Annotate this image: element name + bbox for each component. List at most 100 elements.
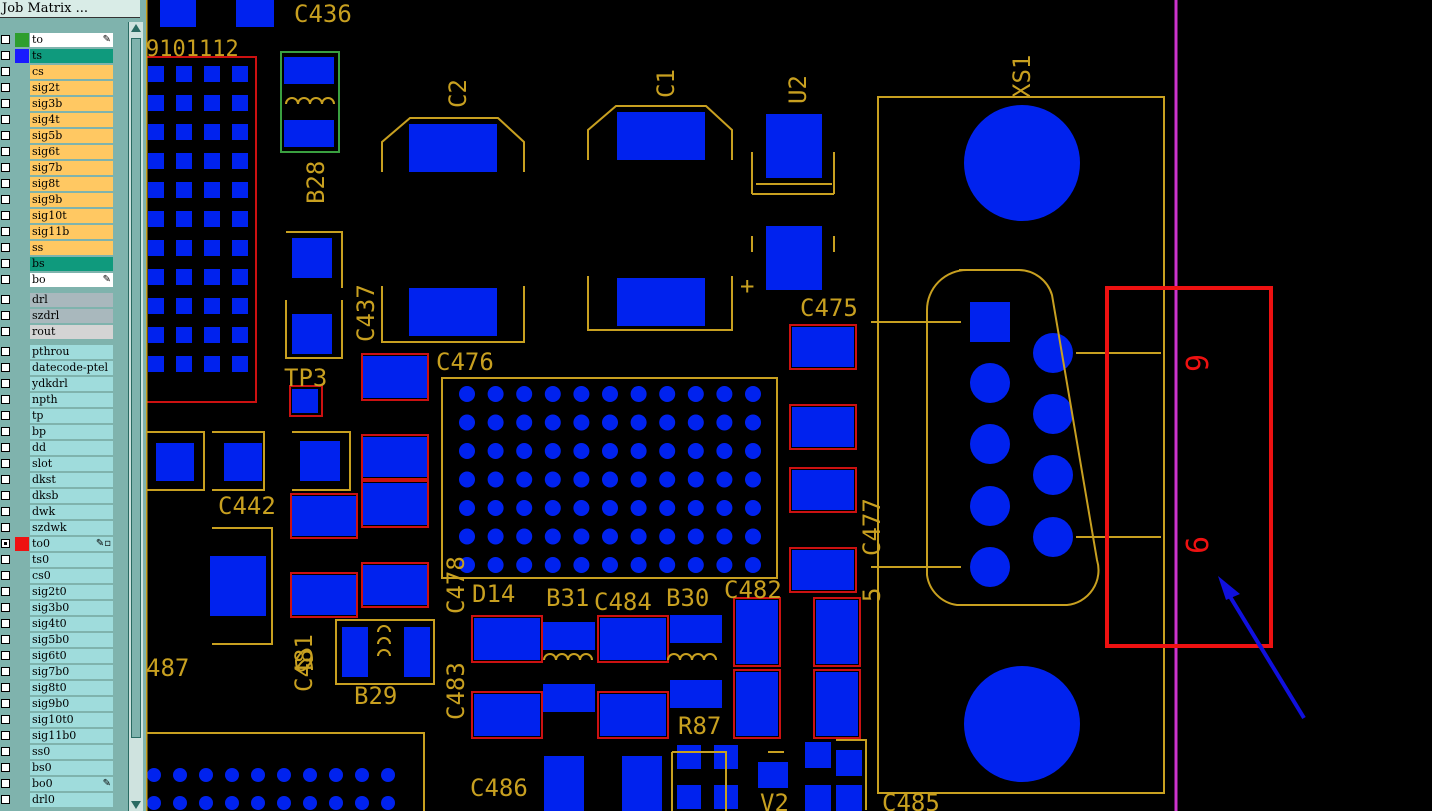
layer-row-sig2t[interactable]: sig2t [0,80,116,96]
layer-checkbox[interactable] [1,259,10,268]
layer-name[interactable]: sig7b0 [30,665,113,679]
layer-row-drl0[interactable]: drl0 [0,792,116,808]
layer-name[interactable]: dd [30,441,113,455]
layer-checkbox[interactable] [1,99,10,108]
layer-checkbox[interactable] [1,683,10,692]
layer-checkbox[interactable] [1,347,10,356]
layer-color-swatch[interactable] [15,49,29,63]
layer-row-ss[interactable]: ss [0,240,116,256]
layer-checkbox[interactable] [1,651,10,660]
layer-name[interactable]: sig2t [30,81,113,95]
layer-checkbox[interactable] [1,523,10,532]
layer-row-sig5b[interactable]: sig5b [0,128,116,144]
layer-row-sig9b0[interactable]: sig9b0 [0,696,116,712]
layer-checkbox[interactable] [1,363,10,372]
layer-checkbox[interactable] [1,667,10,676]
layer-checkbox[interactable] [1,635,10,644]
layer-row-sig10t[interactable]: sig10t [0,208,116,224]
layer-checkbox[interactable] [1,295,10,304]
layer-name[interactable]: rout [30,325,113,339]
layer-name[interactable]: szdwk [30,521,113,535]
layer-checkbox[interactable] [1,275,10,284]
layer-name[interactable]: sig7b [30,161,113,175]
layer-row-sig8t[interactable]: sig8t [0,176,116,192]
layer-checkbox[interactable] [1,311,10,320]
layer-name[interactable]: cs [30,65,113,79]
layer-name[interactable]: ss0 [30,745,113,759]
layer-row-dksb[interactable]: dksb [0,488,116,504]
layer-name[interactable]: ydkdrl [30,377,113,391]
layer-name[interactable]: sig4t [30,113,113,127]
layer-checkbox[interactable] [1,411,10,420]
layer-name[interactable]: ts [30,49,113,63]
layer-name[interactable]: pthrou [30,345,113,359]
layer-row-ss0[interactable]: ss0 [0,744,116,760]
layer-row-drl[interactable]: drl [0,292,116,308]
layer-checkbox[interactable] [1,131,10,140]
layer-name[interactable]: slot [30,457,113,471]
layer-row-bo0[interactable]: bo0✎ [0,776,116,792]
layer-row-bo[interactable]: bo✎ [0,272,116,288]
layer-name[interactable]: dkst [30,473,113,487]
layer-checkbox[interactable] [1,731,10,740]
layer-name[interactable]: to✎ [30,33,113,47]
layer-row-szdrl[interactable]: szdrl [0,308,116,324]
layer-row-sig2t0[interactable]: sig2t0 [0,584,116,600]
layer-color-swatch[interactable] [15,33,29,47]
layer-checkbox[interactable] [1,715,10,724]
layer-row-sig4t0[interactable]: sig4t0 [0,616,116,632]
layer-name[interactable]: dksb [30,489,113,503]
layer-row-pthrou[interactable]: pthrou [0,344,116,360]
layer-row-bs[interactable]: bs [0,256,116,272]
layer-checkbox[interactable] [1,699,10,708]
layer-name[interactable]: sig4t0 [30,617,113,631]
layer-checkbox[interactable] [1,587,10,596]
layer-name[interactable]: datecode-ptel [30,361,113,375]
layer-checkbox[interactable] [1,603,10,612]
layer-row-to0[interactable]: to0✎▫ [0,536,116,552]
layer-checkbox[interactable] [1,195,10,204]
layer-name[interactable]: bs0 [30,761,113,775]
layer-name[interactable]: sig5b0 [30,633,113,647]
layer-row-sig6t0[interactable]: sig6t0 [0,648,116,664]
layer-checkbox[interactable] [1,67,10,76]
layer-checkbox[interactable] [1,211,10,220]
layer-row-rout[interactable]: rout [0,324,116,340]
layer-checkbox[interactable] [1,539,10,548]
layer-row-bp[interactable]: bp [0,424,116,440]
layer-name[interactable]: dwk [30,505,113,519]
layer-name[interactable]: ts0 [30,553,113,567]
layer-row-sig10t0[interactable]: sig10t0 [0,712,116,728]
layer-row-npth[interactable]: npth [0,392,116,408]
layer-checkbox[interactable] [1,163,10,172]
layer-checkbox[interactable] [1,443,10,452]
layer-name[interactable]: bo✎ [30,273,113,287]
layer-row-sig4t[interactable]: sig4t [0,112,116,128]
layer-checkbox[interactable] [1,227,10,236]
layer-checkbox[interactable] [1,763,10,772]
layer-name[interactable]: ss [30,241,113,255]
pcb-canvas[interactable]: C436 9101112 487 B28 C437 C2 C1 U2 XS1 +… [146,0,1432,811]
layer-row-sig3b[interactable]: sig3b [0,96,116,112]
layer-row-dd[interactable]: dd [0,440,116,456]
layer-name[interactable]: sig6t0 [30,649,113,663]
scroll-up-icon[interactable] [131,24,141,32]
layer-name[interactable]: bp [30,425,113,439]
layer-name[interactable]: sig10t [30,209,113,223]
layer-name[interactable]: sig8t [30,177,113,191]
layer-row-sig11b[interactable]: sig11b [0,224,116,240]
layer-name[interactable]: sig9b0 [30,697,113,711]
layer-checkbox[interactable] [1,619,10,628]
layer-checkbox[interactable] [1,747,10,756]
layer-name[interactable]: sig2t0 [30,585,113,599]
layer-row-slot[interactable]: slot [0,456,116,472]
layer-name[interactable]: to0✎▫ [30,537,113,551]
layer-name[interactable]: cs0 [30,569,113,583]
layer-name[interactable]: szdrl [30,309,113,323]
layer-name[interactable]: drl0 [30,793,113,807]
layer-row-cs0[interactable]: cs0 [0,568,116,584]
layer-checkbox[interactable] [1,475,10,484]
layer-checkbox[interactable] [1,795,10,804]
scroll-down-icon[interactable] [131,801,141,809]
layer-row-dwk[interactable]: dwk [0,504,116,520]
